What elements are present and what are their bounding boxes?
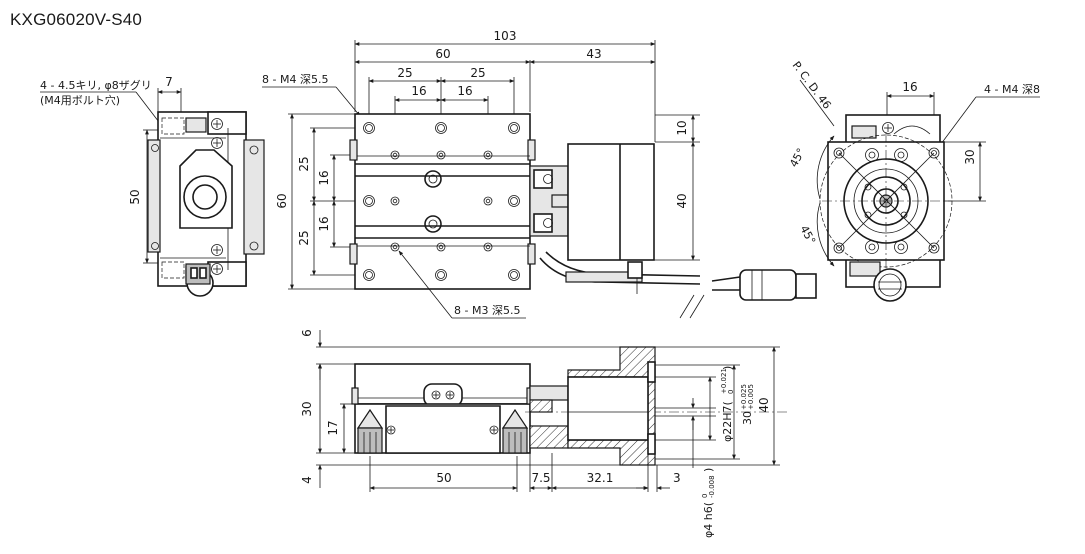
counterbore-note-line1: 4 - 4.5キリ, φ8ザグリ bbox=[40, 78, 152, 92]
svg-text:φ22H7(: φ22H7( bbox=[721, 401, 734, 442]
dim-16-rv: 16 bbox=[902, 80, 917, 94]
dim-16-a: 16 bbox=[411, 84, 426, 98]
m3-note: 8 - M3 深5.5 bbox=[454, 304, 520, 317]
left-side-view: 7 4 - 4.5キリ, φ8ザグリ (M4用ボルト穴) 50 bbox=[40, 75, 265, 297]
svg-text:+0.021: +0.021 bbox=[720, 368, 728, 394]
dim-30-tolerance: 30 +0.025 +0.005 bbox=[740, 384, 755, 425]
svg-text:0: 0 bbox=[701, 494, 709, 498]
dim-25-b: 25 bbox=[470, 66, 485, 80]
dim-32-1: 32.1 bbox=[587, 471, 614, 485]
dim-25-v2: 25 bbox=[297, 230, 311, 245]
dim-103: 103 bbox=[494, 29, 517, 43]
svg-text:φ4 h6(: φ4 h6( bbox=[702, 502, 715, 538]
dim-40-bottom: 40 bbox=[757, 397, 771, 412]
dim-17: 17 bbox=[326, 420, 340, 435]
dim-phi4-tolerance: φ4 h6( 0 -0.008 ) bbox=[701, 468, 716, 538]
dim-phi22-tolerance: φ22H7( +0.021 0 ) bbox=[720, 366, 735, 442]
dim-6: 6 bbox=[300, 329, 314, 337]
dim-25-v1: 25 bbox=[297, 156, 311, 171]
counterbore-note-line2: (M4用ボルト穴) bbox=[40, 93, 120, 107]
svg-text:+0.005: +0.005 bbox=[747, 384, 755, 410]
dim-40-right: 40 bbox=[675, 193, 689, 208]
drawing-title: KXG06020V-S40 bbox=[10, 10, 143, 29]
dim-43: 43 bbox=[586, 47, 601, 61]
svg-text:0: 0 bbox=[727, 390, 735, 394]
dim-7-5: 7.5 bbox=[531, 471, 550, 485]
m4-right-note: 4 - M4 深8 bbox=[984, 83, 1040, 96]
dim-60-left: 60 bbox=[275, 193, 289, 208]
svg-text:+0.025: +0.025 bbox=[740, 384, 748, 410]
pcd-note: P. C. D. 46 bbox=[790, 59, 834, 112]
dim-4: 4 bbox=[300, 476, 314, 484]
dim-7: 7 bbox=[165, 75, 173, 89]
svg-text:): ) bbox=[702, 468, 715, 472]
dim-10: 10 bbox=[675, 120, 689, 135]
dim-50-left: 50 bbox=[128, 189, 142, 204]
top-view: 103 60 43 25 25 16 16 8 - M4 深5.5 60 25 … bbox=[262, 29, 817, 319]
m4-top-note: 8 - M4 深5.5 bbox=[262, 73, 328, 86]
dim-50-bottom: 50 bbox=[436, 471, 451, 485]
svg-text:): ) bbox=[721, 366, 734, 370]
dim-16-v2: 16 bbox=[317, 216, 331, 231]
bottom-section-view: 6 30 4 17 bbox=[300, 329, 790, 538]
dim-30-bottom: 30 bbox=[300, 401, 314, 416]
svg-text:30: 30 bbox=[741, 411, 754, 425]
m3-holes bbox=[390, 150, 493, 252]
dim-16-b: 16 bbox=[457, 84, 472, 98]
dim-16-v1: 16 bbox=[317, 170, 331, 185]
dim-60-top: 60 bbox=[435, 47, 450, 61]
dim-30-rv: 30 bbox=[963, 149, 977, 164]
right-front-view: 16 4 - M4 深8 30 P. C. D. 46 bbox=[787, 59, 1040, 302]
svg-text:-0.008: -0.008 bbox=[708, 475, 716, 498]
angle-45-lower: 45° bbox=[797, 223, 818, 246]
dim-25-a: 25 bbox=[397, 66, 412, 80]
m4-holes bbox=[363, 122, 520, 281]
dim-3: 3 bbox=[673, 471, 681, 485]
angle-45-upper: 45° bbox=[787, 146, 808, 169]
